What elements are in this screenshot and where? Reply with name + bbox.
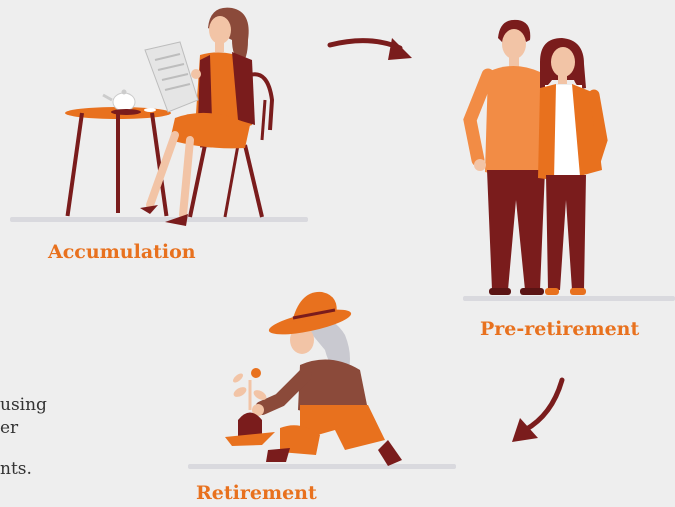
woman-reading-newspaper-icon — [65, 7, 275, 226]
text-fragment: er — [0, 418, 19, 438]
text-fragment: nts. — [0, 459, 32, 479]
curved-arrow-icon — [512, 377, 565, 442]
curved-arrow-icon — [327, 38, 412, 60]
stage-label-retirement: Retirement — [196, 482, 317, 504]
stage-label-accumulation: Accumulation — [48, 241, 196, 263]
ground-line-pre-retirement — [463, 296, 675, 301]
ground-line-accumulation — [10, 217, 308, 222]
elderly-woman-gardening-icon — [225, 291, 402, 466]
text-fragment: using — [0, 395, 47, 415]
couple-standing-icon — [463, 19, 608, 295]
stage-label-pre-retirement: Pre-retirement — [480, 318, 640, 340]
ground-line-retirement — [188, 464, 456, 469]
